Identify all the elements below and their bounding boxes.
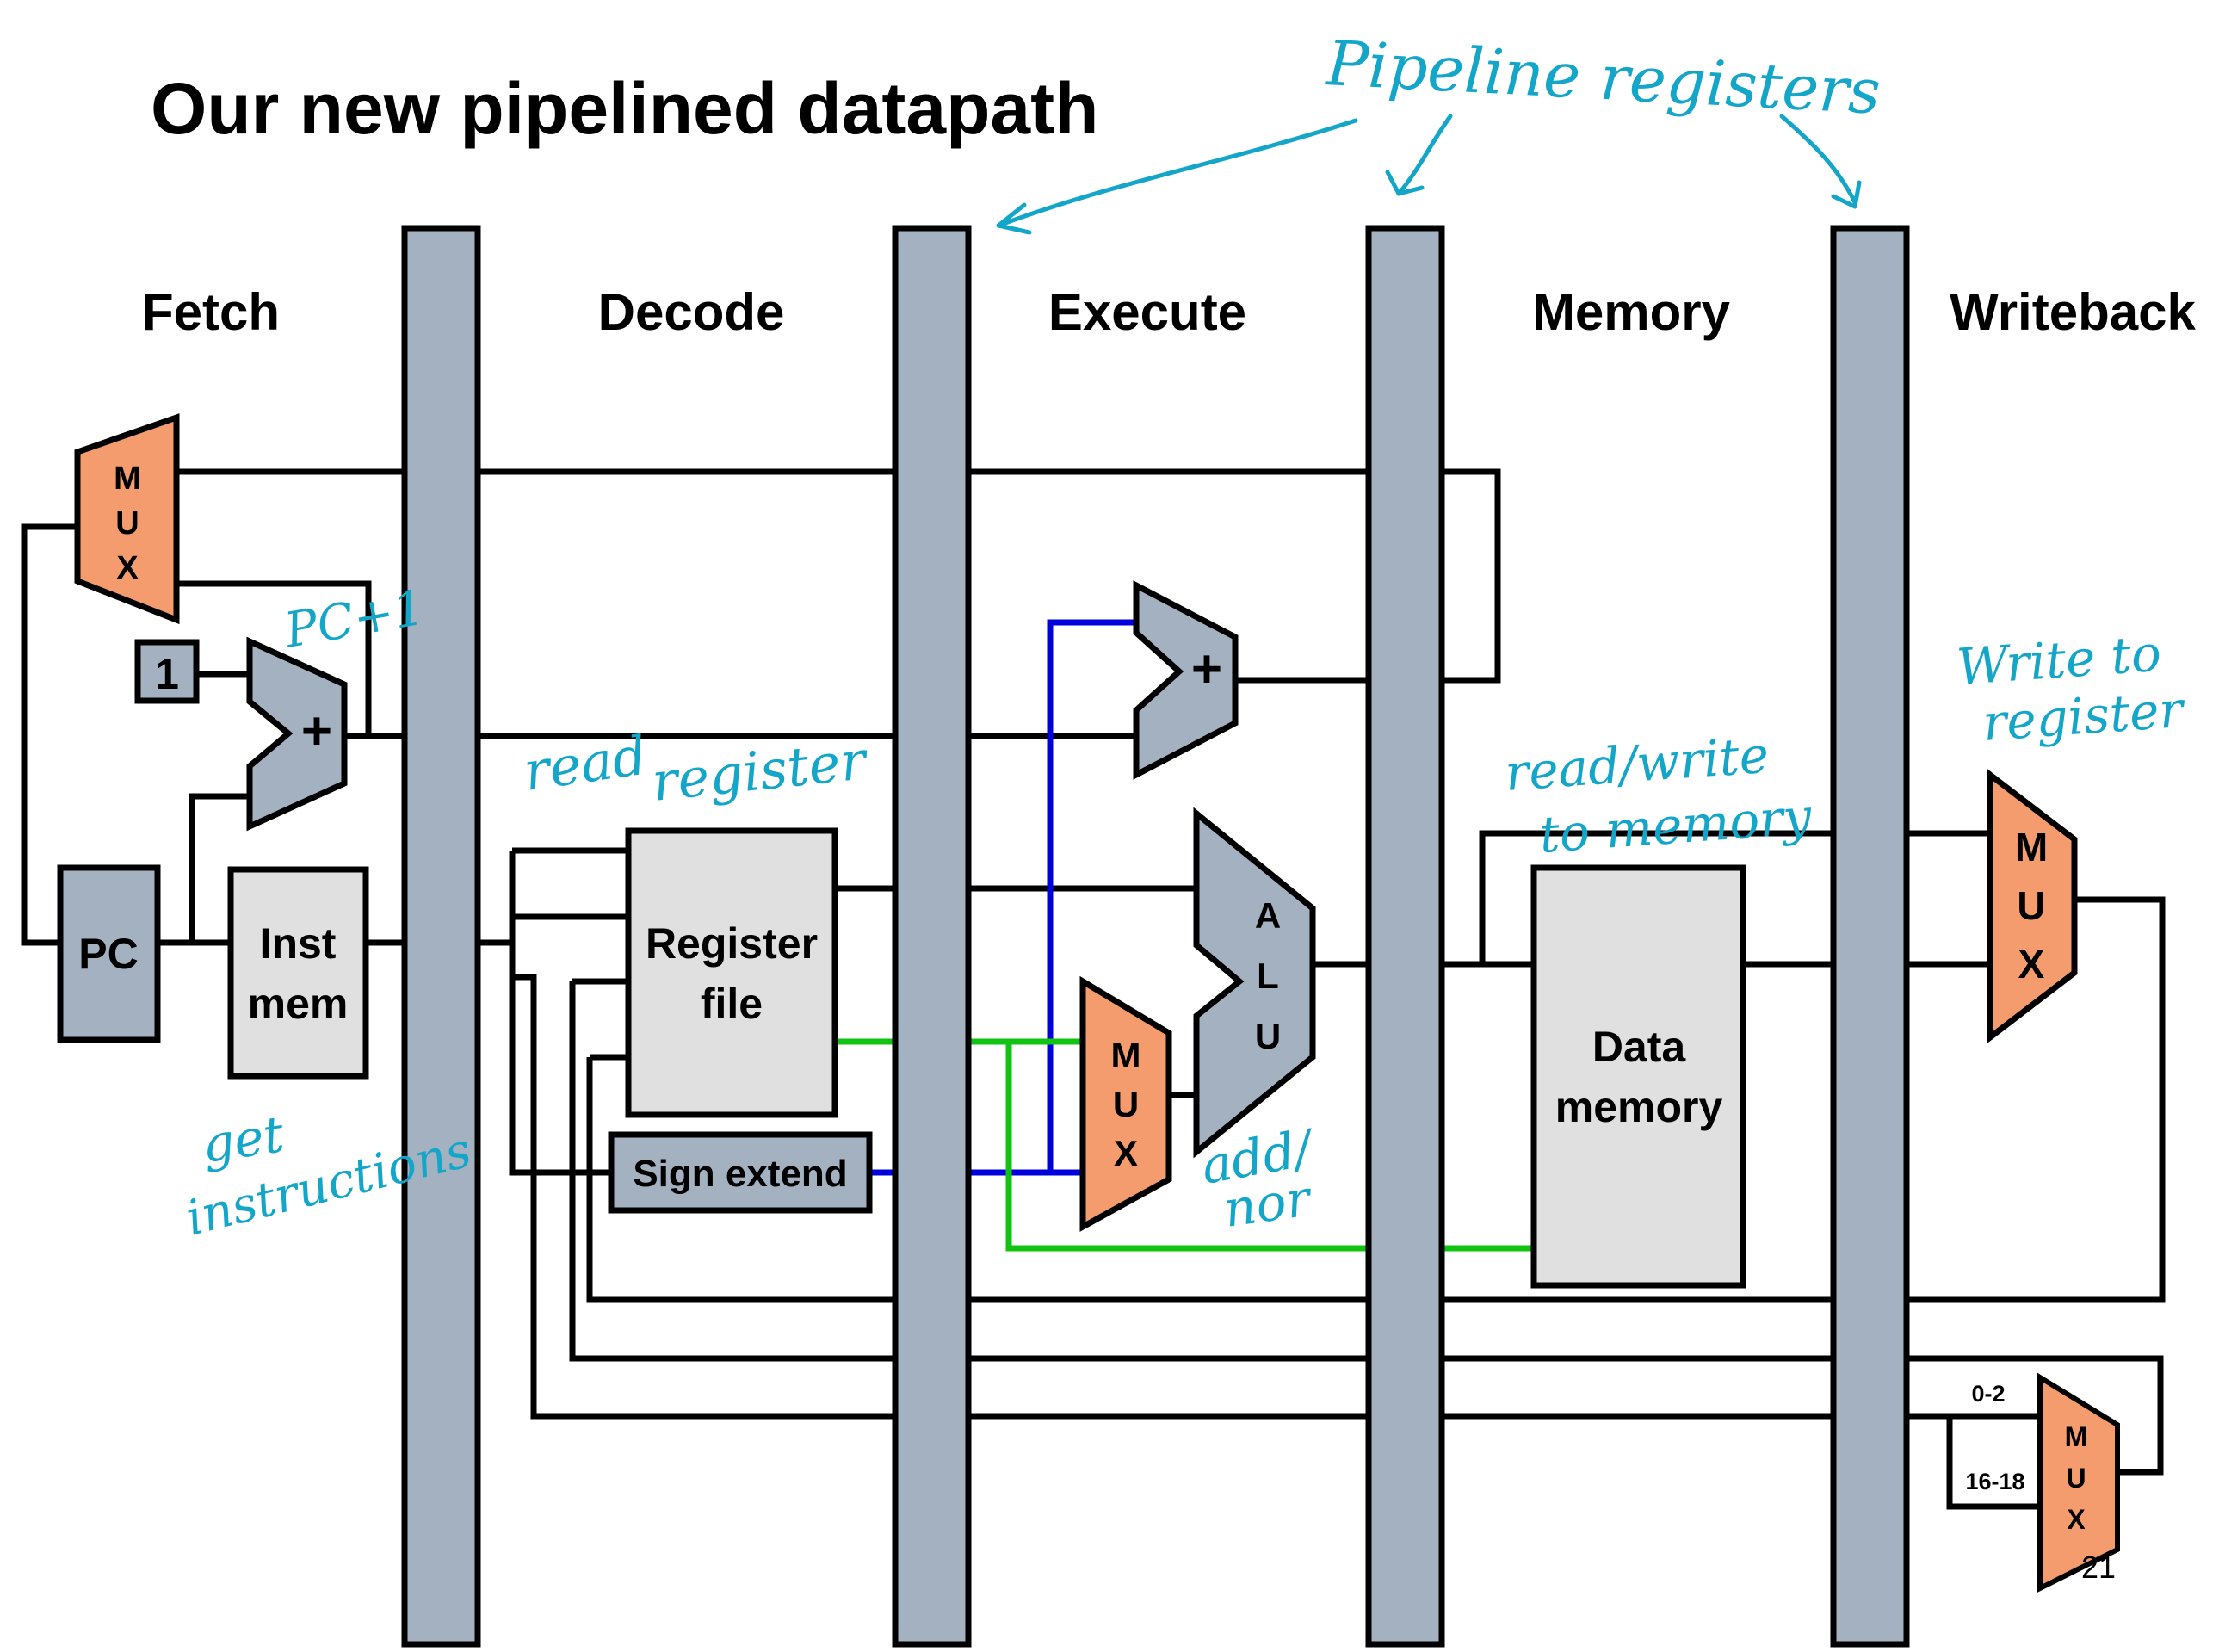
constant-one-box — [134, 639, 200, 704]
stage-label-writeback: Writeback — [1950, 283, 2196, 341]
wires-blue — [869, 619, 1145, 1176]
svg-text:U: U — [2066, 1463, 2086, 1494]
svg-text:L: L — [1257, 956, 1279, 996]
note-register: register — [649, 728, 872, 814]
svg-text:U: U — [1113, 1084, 1139, 1124]
wire-mux-to-pc — [21, 523, 77, 946]
svg-text:X: X — [116, 550, 139, 586]
svg-text:M: M — [114, 461, 141, 497]
stage-label-memory: Memory — [1532, 283, 1731, 341]
pipeline-register-mem-wb — [1830, 225, 1910, 1648]
svg-text:Inst: Inst — [260, 919, 337, 968]
svg-text:M: M — [2015, 825, 2048, 869]
svg-text:Data: Data — [1592, 1023, 1687, 1071]
wires — [21, 468, 2166, 1510]
slide-title: Our new pipelined datapath — [151, 68, 1098, 149]
svg-text:memory: memory — [1555, 1083, 1723, 1131]
wire-pc-plus-one-to-mux — [176, 580, 372, 736]
svg-text:X: X — [1114, 1133, 1138, 1173]
note-to-memory: to memory — [1537, 787, 1814, 864]
dest-mux-input-0-2: 0-2 — [1971, 1381, 2005, 1407]
alu-source-mux — [1079, 975, 1172, 1232]
note-read-write: read/write — [1503, 726, 1771, 802]
svg-text:M: M — [1111, 1035, 1141, 1075]
pipeline-register-ex-mem — [1365, 225, 1445, 1648]
register-file — [625, 827, 838, 1118]
svg-text:Register: Register — [646, 919, 818, 968]
svg-text:X: X — [2067, 1504, 2086, 1535]
sign-extend — [608, 1131, 873, 1214]
dest-mux-input-16-18: 16-18 — [1965, 1469, 2024, 1494]
pipeline-registers — [401, 225, 1910, 1648]
program-counter — [57, 864, 161, 1043]
svg-text:A: A — [1255, 895, 1281, 936]
pc-label: PC — [78, 930, 138, 978]
handwritten-arrows — [996, 114, 1862, 235]
svg-text:+: + — [301, 702, 332, 761]
pipeline-register-if-id — [401, 225, 481, 1648]
dest-register-mux — [2037, 1372, 2120, 1593]
pipeline-register-id-ex — [892, 225, 972, 1648]
note-write-to: Write to — [1955, 624, 2163, 696]
svg-text:file: file — [701, 980, 763, 1028]
alu — [1193, 807, 1316, 1159]
svg-text:+: + — [1191, 640, 1222, 699]
note-register-wb: register — [1981, 680, 2187, 752]
note-get: get — [198, 1104, 287, 1174]
note-pipeline-registers: Pipeline registers — [1323, 27, 1882, 128]
wires-green — [835, 1038, 1541, 1252]
branch-adder — [1133, 580, 1239, 780]
wire-branch-target — [176, 468, 1501, 684]
slide-number: 21 — [2081, 1550, 2116, 1585]
pc-mux — [74, 413, 180, 625]
constant-one-label: 1 — [155, 650, 179, 698]
svg-text:M: M — [2065, 1421, 2088, 1452]
sign-extend-label: Sign extend — [633, 1153, 847, 1195]
data-memory — [1530, 864, 1746, 1289]
stage-label-fetch: Fetch — [142, 283, 280, 341]
stage-label-execute: Execute — [1048, 283, 1246, 341]
instruction-memory — [227, 866, 369, 1080]
pc-adder — [246, 636, 348, 832]
svg-text:U: U — [2017, 883, 2045, 928]
writeback-mux — [1987, 768, 2078, 1044]
svg-text:U: U — [1255, 1016, 1281, 1056]
svg-text:mem: mem — [248, 980, 349, 1028]
stage-label-decode: Decode — [598, 283, 785, 341]
note-nor: nor — [1220, 1168, 1316, 1239]
svg-text:U: U — [115, 505, 139, 541]
svg-text:X: X — [2018, 942, 2045, 987]
